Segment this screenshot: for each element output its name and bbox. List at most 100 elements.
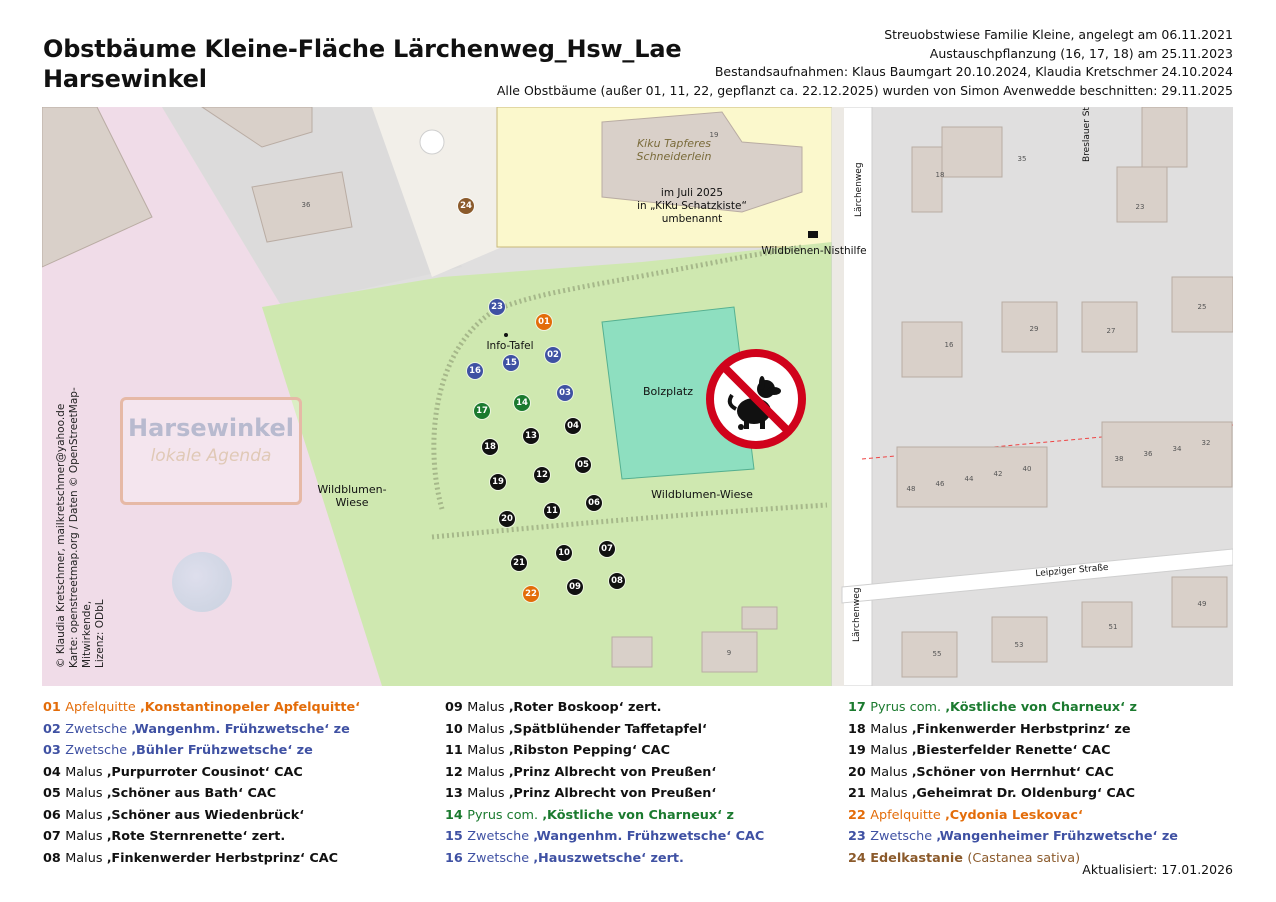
legend-suffix: ze [292,743,313,758]
globe-hands-icon [172,552,232,612]
legend-item: 05 Malus ‚Schöner aus Bath‘ CAC [43,783,360,805]
building-number: 48 [906,485,916,493]
legend-suffix: ze [1157,829,1178,844]
legend-number: 21 [848,786,871,801]
tree-marker-11[interactable]: 11 [544,503,560,519]
tree-marker-04[interactable]: 04 [565,418,581,434]
legend-suffix: CAC [1080,764,1114,780]
tree-marker-08[interactable]: 08 [609,573,625,589]
tree-marker-07[interactable]: 07 [599,541,615,557]
legend-number: 19 [848,743,871,758]
legend-variety: ‚Prinz Albrecht von Preußen‘ [508,786,717,801]
legend-species: Malus [467,721,509,737]
building-number: 46 [935,480,945,488]
building-number: 36 [1143,450,1153,458]
legend-variety: ‚Köstliche von Charneux‘ [542,807,722,823]
legend-number: 20 [848,764,871,780]
legend-species: Malus [467,786,509,801]
tree-marker-16[interactable]: 16 [467,363,483,379]
legend-species: Malus [870,743,912,758]
tree-marker-21[interactable]: 21 [511,555,527,571]
building-number: 44 [964,475,974,483]
legend-number: 12 [445,764,468,780]
tree-marker-20[interactable]: 20 [499,511,515,527]
tree-marker-05[interactable]: 05 [575,457,591,473]
tree-marker-18[interactable]: 18 [482,439,498,455]
building-number: 40 [1022,465,1032,473]
legend-number: 22 [848,807,871,823]
bolzplatz-label: Bolzplatz [643,385,693,398]
legend-number: 13 [445,786,468,801]
legend-species: Malus [65,850,107,866]
legend-suffix: CAC [1077,743,1111,758]
tree-marker-06[interactable]: 06 [586,495,602,511]
tree-marker-13[interactable]: 13 [523,428,539,444]
building-number: 36 [301,201,311,209]
building-number: 38 [1114,455,1124,463]
map-credit: © Klaudia Kretschmer, mailkretschmer@yah… [55,387,106,668]
tree-marker-01[interactable]: 01 [536,314,552,330]
legend-suffix: zert. [646,850,684,866]
tree-marker-12[interactable]: 12 [534,467,550,483]
legend-item: 12 Malus ‚Prinz Albrecht von Preußen‘ [445,762,764,784]
legend-variety: ‚Köstliche von Charneux‘ [945,700,1125,715]
tree-marker-15[interactable]: 15 [503,355,519,371]
legend-number: 15 [445,829,468,844]
tree-marker-17[interactable]: 17 [474,403,490,419]
building-number: 42 [993,470,1003,478]
info-line: Bestandsaufnahmen: Klaus Baumgart 20.10.… [714,64,1233,79]
legend-species: Malus [870,721,912,737]
wiese-bottom-label: Wildblumen-Wiese [651,488,753,501]
legend-suffix: CAC [242,786,277,801]
rename-line: im Juli 2025 [660,187,724,199]
legend-variety: ‚Purpurroter Cousinot‘ [106,764,270,780]
legend-variety: ‚Finkenwerder Herbstprinz‘ [911,721,1110,737]
legend-variety: ‚Geheimrat Dr. Oldenburg‘ [911,786,1102,801]
legend-number: 17 [848,700,871,715]
legend-variety: ‚Bühler Frühzwetsche‘ [131,743,293,758]
legend-variety: ‚Hauszwetsche‘ [533,850,647,866]
legend-suffix: ze [329,721,350,737]
site-map[interactable]: Kiku Tapferes Schneiderlein im Juli 2025… [42,107,1233,686]
legend-item: 15 Zwetsche ‚Wangenhm. Frühzwetsche‘ CAC [445,826,764,848]
legend-number: 10 [445,721,468,737]
legend-species: Malus [467,700,509,715]
legend-column-2: 09 Malus ‚Roter Boskoop‘ zert. 10 Malus ‚… [445,697,764,869]
building-number: 53 [1014,641,1024,649]
tree-marker-10[interactable]: 10 [556,545,572,561]
info-tafel-label: Info-Tafel [486,340,534,352]
tree-marker-22[interactable]: 22 [523,586,539,602]
tree-marker-09[interactable]: 09 [567,579,583,595]
tree-marker-19[interactable]: 19 [490,474,506,490]
legend-variety: ‚Spätblühender Taffetapfel‘ [508,721,707,737]
legend-variety: ‚Roter Boskoop‘ [508,700,624,715]
legend-number: 09 [445,700,468,715]
legend-variety: ‚Wangenhm. Frühzwetsche‘ [533,829,732,844]
legend-suffix: CAC [1101,786,1136,801]
building-number: 18 [935,171,945,179]
legend-item: 08 Malus ‚Finkenwerder Herbstprinz‘ CAC [43,848,360,870]
legend-species: Zwetsche [870,829,937,844]
legend-species: Zwetsche [65,721,132,737]
legend-number: 14 [445,807,468,823]
tree-marker-23[interactable]: 23 [489,299,505,315]
legend-species: Malus [467,743,509,758]
tree-marker-14[interactable]: 14 [514,395,530,411]
legend-species: Apfelquitte [870,807,945,823]
tree-marker-02[interactable]: 02 [545,347,561,363]
tree-marker-03[interactable]: 03 [557,385,573,401]
legend-species: Zwetsche [65,743,132,758]
legend-variety: ‚Prinz Albrecht von Preußen‘ [508,764,717,780]
legend-variety: (Castanea sativa) [967,850,1081,866]
legend-species: Malus [467,764,509,780]
legend-suffix: z [721,807,734,823]
legend-variety: ‚Rote Sternrenette‘ [106,829,248,844]
legend-number: 06 [43,807,66,823]
legend-suffix: CAC [636,743,670,758]
legend-suffix: ze [1109,721,1131,737]
legend-item: 13 Malus ‚Prinz Albrecht von Preußen‘ [445,783,764,805]
agenda-logo: Harsewinkel lokale Agenda [120,397,302,505]
tree-marker-24[interactable]: 24 [458,198,474,214]
legend-species: Malus [65,764,107,780]
wiese-left-line: Wiese [335,496,369,509]
